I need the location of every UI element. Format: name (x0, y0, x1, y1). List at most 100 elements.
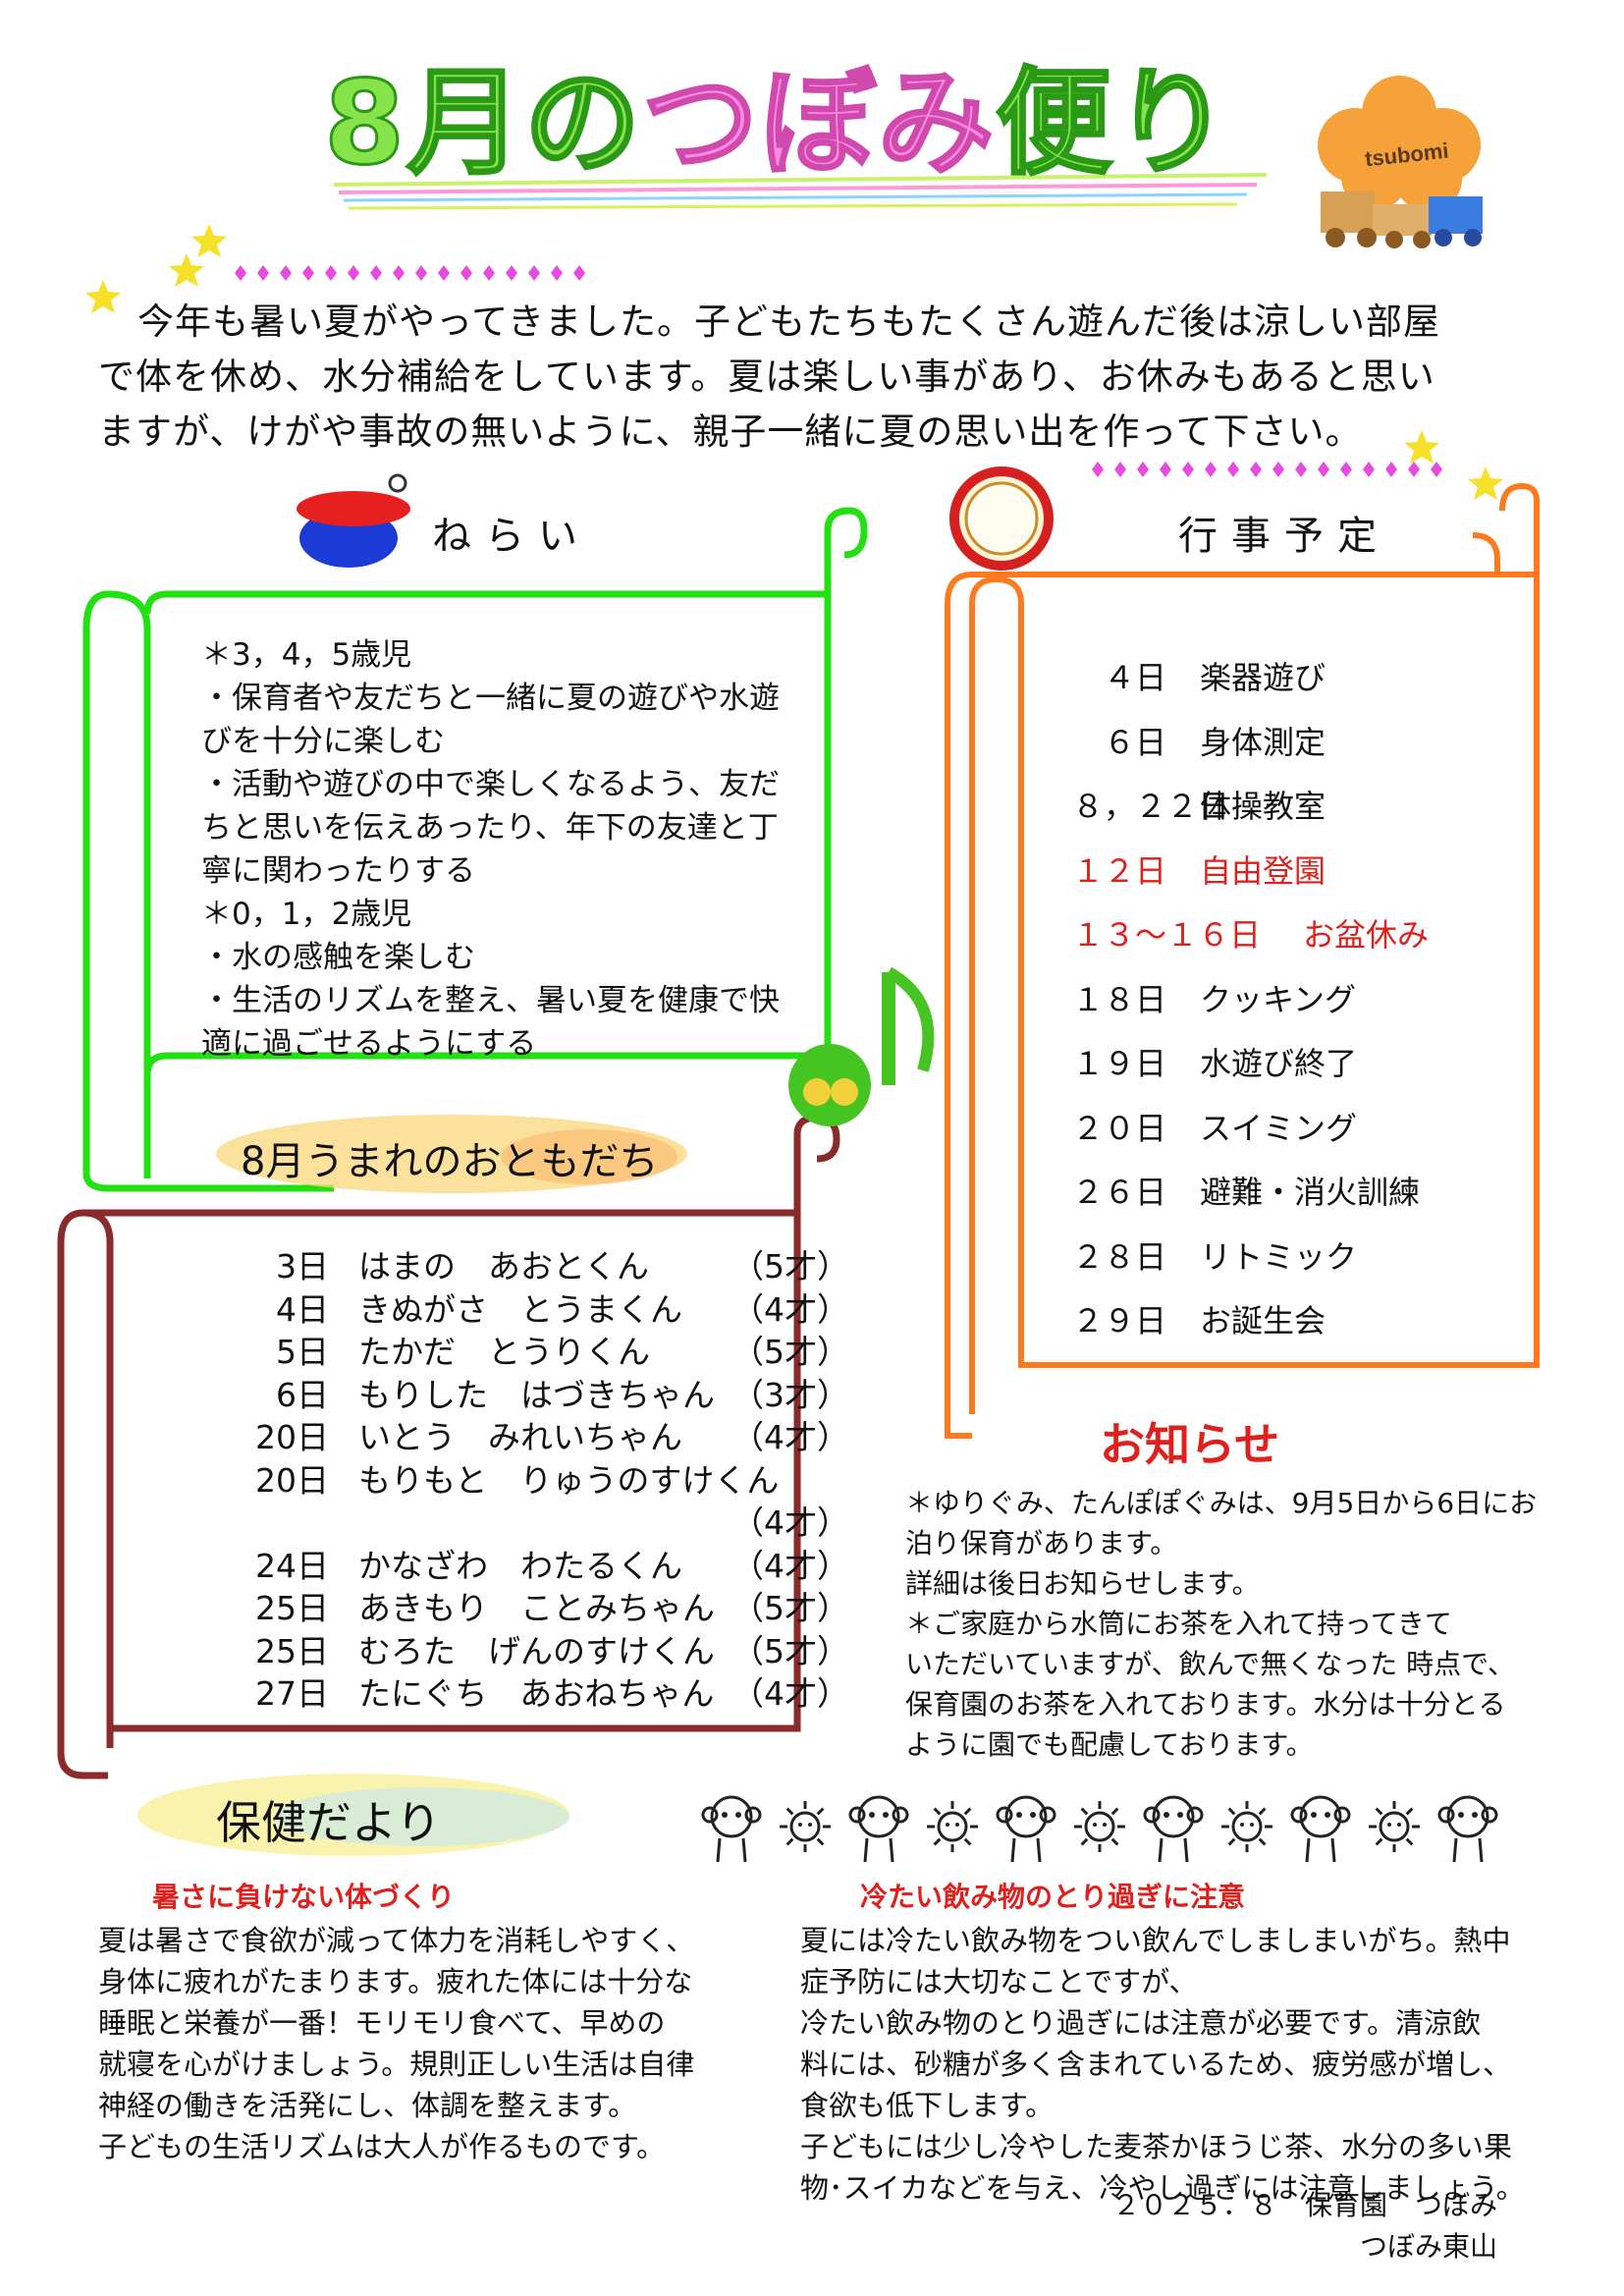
tambourine-icon (949, 466, 1054, 571)
birthday-name: もりした はづきちゃん (358, 1375, 715, 1414)
event-item: １８日クッキング (1072, 978, 1429, 1043)
event-item: ２８日リトミック (1072, 1235, 1429, 1300)
text-line: びを十分に楽しむ (201, 724, 445, 759)
birthday-name: いとう みれいちゃん (358, 1418, 682, 1456)
birthday-day: 5日 (276, 1333, 329, 1371)
event-name: リトミック (1200, 1237, 1358, 1276)
nerai-heading: ねらい (432, 514, 591, 559)
text-line: ＊ご家庭から水筒にお茶を入れて持ってきて (905, 1608, 1452, 1640)
event-name: 自由登園 (1200, 851, 1326, 890)
events-heading: 行事予定 (1178, 514, 1390, 559)
birthday-name: むろた げんのすけくん (358, 1631, 715, 1670)
health-left-text: 夏は暑さで食欲が減って体力を消耗しやすく、身体に疲れがたまります。疲れた体には十… (98, 1920, 694, 2167)
diamond-icon (1363, 462, 1375, 477)
footer-branch: つぼみ東山 (1359, 2230, 1497, 2263)
event-item: １９日水遊び終了 (1072, 1042, 1429, 1107)
event-name: スイミング (1200, 1109, 1358, 1147)
event-day: ８，２２日 (1072, 788, 1230, 825)
diamond-icon (393, 265, 405, 281)
diamond-icon (1227, 462, 1239, 477)
text-line: 夏は暑さで食欲が減って体力を消耗しやすく、 (98, 1924, 695, 1957)
birthday-day (196, 1502, 329, 1545)
birthday-day: 4日 (276, 1289, 329, 1329)
event-day: １３～１６日 (1072, 916, 1262, 954)
birthday-row: 25日むろた げんのすけくん（5才） (196, 1630, 967, 1673)
birthday-age: （5才） (731, 1247, 849, 1285)
diamond-icon (1160, 462, 1171, 477)
diamond-icon (1408, 462, 1420, 477)
birthday-day: 3日 (276, 1247, 329, 1285)
diamond-icon (1431, 462, 1442, 477)
diamond-icon (370, 265, 382, 281)
text-line: ＊ゆりぐみ、たんぽぽぐみは、9月5日から6日にお (905, 1487, 1538, 1519)
birthday-row: 6日もりした はづきちゃん（3才） (196, 1374, 967, 1417)
text-line: ・水の感触を楽しむ (201, 940, 475, 975)
event-item: ４日楽器遊び (1072, 656, 1429, 721)
diamond-icon (1250, 462, 1262, 477)
health-left-title: 暑さに負けない体づくり (152, 1881, 456, 1913)
text-line: ＊3，4，5歳児 (201, 637, 412, 673)
diamond-icon (1318, 462, 1329, 477)
diamond-icon (1205, 462, 1217, 477)
birthday-name: かなざわ わたるくん (358, 1546, 682, 1585)
birthday-name: あきもり ことみちゃん (358, 1589, 715, 1627)
sun-icon (927, 1801, 978, 1852)
sun-monkey-row (701, 1795, 1498, 1863)
diamond-icon (1114, 462, 1126, 477)
sun-icon (780, 1801, 831, 1852)
birthday-list: 3日はまの あおとくん（5才）4日きぬがさ とうまくん（4才）5日たかだ とうり… (196, 1245, 967, 1716)
birthday-day: 6日 (276, 1375, 329, 1414)
text-line: 夏には冷たい飲み物をつい飲んでしましまいがち。熱中 (800, 1924, 1511, 1957)
birthday-row: 20日いとう みれいちゃん（4才） (196, 1416, 967, 1459)
diamond-icon (1385, 462, 1397, 477)
monkey-icon (1143, 1795, 1204, 1863)
monkey-icon (1437, 1795, 1498, 1863)
text-line: いただいていますが、飲んで無くなった 時点で、 (905, 1648, 1515, 1680)
footer-date-org: ２０２５．８ 保育園 つぼみ (1111, 2189, 1497, 2221)
birthday-row: 3日はまの あおとくん （5才） (196, 1245, 967, 1288)
event-name: クッキング (1200, 980, 1357, 1018)
event-name: 体操教室 (1200, 788, 1326, 825)
event-name: お誕生会 (1200, 1302, 1326, 1339)
birthday-day: 20日 (255, 1460, 329, 1500)
birthday-frame (57, 1114, 840, 1779)
birthday-name: はまの あおとくん (358, 1247, 650, 1285)
diamond-icon (551, 265, 563, 281)
footer: ２０２５．８ 保育園 つぼみ つぼみ東山 (884, 2185, 1497, 2268)
birthday-name: もりもと りゅうのすけくん (358, 1460, 780, 1500)
event-day: １９日 (1072, 1045, 1167, 1082)
birthday-row: 27日たにぐち あおねちゃん（4才） (196, 1672, 967, 1716)
intro-paragraph: 今年も暑い夏がやってきました。子どもたちもたくさん遊んだ後は涼しい部屋で体を休め… (98, 301, 1441, 453)
text-line: 症予防には大切なことですが、 (800, 1965, 1198, 1998)
event-item: ２６日避難・消火訓練 (1072, 1171, 1429, 1235)
event-day: １２日 (1072, 851, 1167, 890)
birthday-row: （4才） (196, 1502, 967, 1545)
birthday-row: 20日もりもと りゅうのすけくん (196, 1459, 967, 1503)
event-item: １３～１６日 お盆休み (1072, 913, 1429, 978)
monkey-icon (701, 1795, 762, 1863)
event-day: ２０日 (1072, 1109, 1167, 1147)
health-heading: 保健だより (216, 1796, 442, 1849)
diamond-icon (235, 265, 246, 281)
title-underline (333, 173, 1268, 210)
health-right-text: 夏には冷たい飲み物をつい飲んでしましまいがち。熱中症予防には大切なことですが、冷… (800, 1920, 1525, 2209)
text-line: 料には、砂糖が多く含まれているため、疲労感が増し、 (800, 2048, 1512, 2081)
birthday-row: 24日かなざわ わたるくん（4才） (196, 1545, 967, 1588)
star-icon (85, 224, 1503, 500)
diamond-icon (528, 265, 540, 281)
birthday-age: （4才） (731, 1546, 849, 1585)
sun-icon (1221, 1801, 1272, 1852)
event-name: お盆休み (1303, 916, 1430, 954)
diamond-icon (325, 265, 337, 281)
birthday-name: たにぐち あおねちゃん (358, 1674, 715, 1713)
event-item: ６日身体測定 (1072, 721, 1429, 786)
diamond-icon (302, 265, 314, 281)
notice-text: ＊ゆりぐみ、たんぽぽぐみは、9月5日から6日にお泊り保育があります。詳細は後日お… (905, 1483, 1573, 1765)
diamond-icon (1137, 462, 1149, 477)
event-item: ２９日お誕生会 (1072, 1299, 1429, 1364)
event-item: ８，２２日体操教室 (1072, 785, 1429, 849)
text-line: 子どもの生活リズムは大人が作るものです。 (98, 2130, 666, 2163)
text-line: ・保育者や友だちと一緒に夏の遊びや水遊 (201, 681, 780, 716)
train-icon (1321, 191, 1483, 248)
